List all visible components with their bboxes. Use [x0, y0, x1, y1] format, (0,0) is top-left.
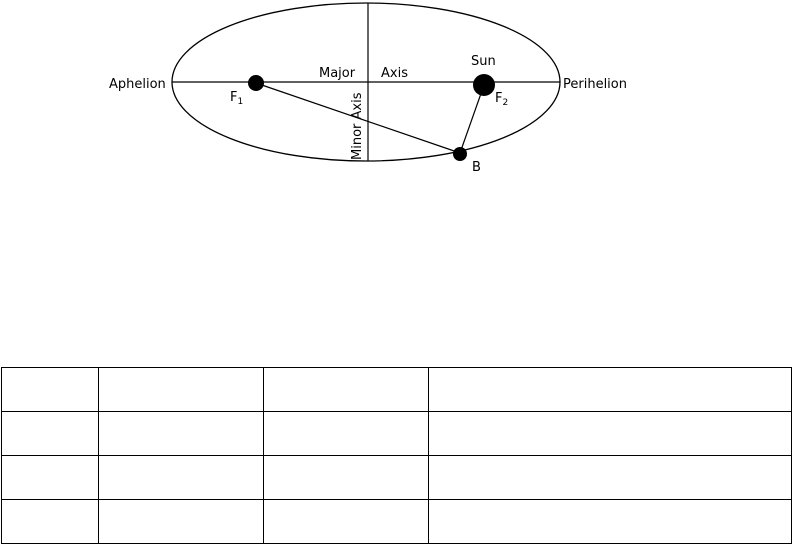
- f2-label: F2: [495, 91, 508, 108]
- data-table: [1, 367, 792, 544]
- table-row: [1, 499, 792, 544]
- f1-to-b-line: [255, 82, 461, 154]
- point-b-label: B: [472, 160, 481, 175]
- table-row: [1, 455, 792, 500]
- table-cell: [263, 455, 429, 500]
- point-b-dot: [453, 147, 467, 161]
- major-label: Major: [319, 66, 356, 81]
- table-cell: [97, 367, 265, 412]
- perihelion-label: Perihelion: [563, 77, 627, 92]
- table-cell: [263, 499, 429, 544]
- aphelion-label: Aphelion: [109, 77, 166, 92]
- f1-label: F1: [230, 90, 243, 107]
- orbit-diagram: Aphelion Perihelion Major Axis Minor Axi…: [109, 2, 627, 175]
- table-cell: [263, 411, 429, 456]
- focus-f1-dot: [248, 75, 264, 91]
- table-cell: [427, 411, 792, 456]
- table-row: [1, 367, 792, 412]
- table-cell: [97, 411, 265, 456]
- table-cell: [427, 455, 792, 500]
- table-cell: [97, 455, 265, 500]
- minor-axis-label: Minor Axis: [350, 92, 365, 160]
- table-cell: [263, 367, 429, 412]
- axis-label: Axis: [381, 66, 408, 81]
- table-cell: [427, 499, 792, 544]
- table-cell: [1, 499, 99, 544]
- sun-dot: [473, 74, 495, 96]
- table-cell: [427, 367, 792, 412]
- f2-to-b-line: [459, 84, 485, 154]
- sun-label: Sun: [471, 54, 496, 69]
- table-row: [1, 411, 792, 456]
- table-cell: [1, 455, 99, 500]
- table-cell: [1, 367, 99, 412]
- table-cell: [97, 499, 265, 544]
- table-cell: [1, 411, 99, 456]
